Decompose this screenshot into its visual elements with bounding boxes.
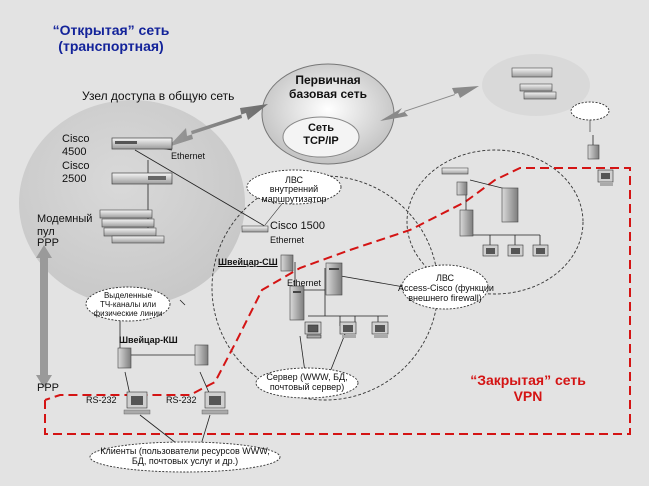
- server-text: Сервер (WWW, БД, почтовый сервер): [258, 372, 356, 393]
- modem-line2: пул: [37, 225, 55, 238]
- modem-pool-label: Модемный пул: [37, 213, 92, 238]
- leased-lines-bubble: [85, 286, 171, 322]
- switch-sh-device: [280, 254, 294, 272]
- ppp-bottom-label: PPP: [37, 382, 60, 394]
- router-lan-line3: маршрутизатор: [261, 193, 327, 204]
- server-line1: Сервер (WWW, БД,: [266, 372, 348, 382]
- cisco-4500-line2: 4500: [62, 145, 87, 158]
- clients-line1: Клиенты (пользователи ресурсов WWW,: [100, 446, 270, 456]
- remote-server-tower-2: [459, 209, 474, 237]
- remote-switch-device: [456, 181, 468, 196]
- open-network-title-line1: “Открытая” сеть: [52, 22, 170, 38]
- hq-workstation-3: [371, 321, 389, 338]
- open-network-title: “Открытая” сеть (транспортная): [36, 22, 186, 54]
- access-node-caption: Узел доступа в общую сеть: [82, 89, 235, 103]
- router-lan-text: ЛВС внутренний маршрутизатор: [254, 175, 334, 204]
- closed-network-title: “Закрытая” сеть VPN: [448, 372, 608, 404]
- rs232-right-label: RS-232: [166, 395, 197, 405]
- hq-server-tower-1: [325, 262, 343, 296]
- remote-workstation-1: [482, 244, 499, 257]
- cisco-2500-label: Cisco 2500: [62, 160, 90, 185]
- access-lan-text: ЛВС Access-Cisco (функции внешнего firew…: [398, 273, 494, 304]
- access-lan-line1: ЛВС: [435, 273, 455, 283]
- access-lan-bubble: [401, 264, 489, 310]
- remote-cloud: [570, 101, 610, 121]
- router-lan-bubble: [246, 169, 342, 205]
- hq-server-tower-2: [289, 285, 305, 321]
- switch-sh-label: Швейцар-СШ: [218, 257, 278, 267]
- router-lan-line1: ЛВС: [284, 175, 304, 185]
- core-line1: Первичная: [295, 73, 361, 87]
- closed-network-title-line1: “Закрытая” сеть: [470, 372, 586, 388]
- open-network-title-line2: (транспортная): [58, 38, 164, 55]
- core-network-label: Первичная базовая сеть: [284, 73, 372, 102]
- clients-bubble: [89, 441, 281, 473]
- ppp-arrow: [36, 245, 52, 388]
- leased-line2: ТЧ-каналы или: [99, 299, 157, 309]
- router-lan-line2: внутренний: [269, 184, 319, 195]
- client-workstation-left: [123, 391, 151, 415]
- tcpip-label: Сеть TCP/IP: [290, 122, 352, 147]
- rs232-left-label: RS-232: [86, 395, 117, 405]
- ppp-top-label: PPP: [37, 237, 60, 249]
- switch-ksh-label: Швейцар-КШ: [119, 335, 178, 345]
- access-lan-line2: Access-Cisco (функции: [398, 282, 494, 293]
- hq-workstation-1: [304, 321, 322, 339]
- cisco-4500-label: Cisco 4500: [62, 133, 90, 158]
- remote-server-tower: [501, 187, 519, 223]
- switch-ksh-device-left: [117, 347, 132, 369]
- remote-rack-device: [511, 67, 557, 100]
- leased-line3: физические линии: [93, 308, 163, 318]
- access-node-ellipse: [19, 100, 245, 306]
- access-lan-line3: внешнего firewall): [408, 292, 482, 303]
- remote-lan-ellipse: [406, 149, 584, 295]
- remote-workstation-2: [507, 244, 524, 257]
- link-arrow-right: [380, 86, 479, 121]
- ethernet-top-label: Ethernet: [171, 151, 206, 161]
- leased-lines-text: Выделенные ТЧ-каналы или физические лини…: [92, 291, 164, 318]
- vpn-boundary: [44, 167, 631, 435]
- client-workstation-right: [201, 391, 229, 415]
- modem-pool-device: [99, 209, 165, 244]
- hq-workstation-2: [339, 321, 357, 338]
- core-line2: базовая сеть: [289, 86, 367, 101]
- clients-text: Клиенты (пользователи ресурсов WWW, БД, …: [95, 446, 275, 467]
- remote-workstation-3: [532, 244, 549, 257]
- cisco-4500-device: [111, 137, 173, 150]
- remote-user-switch: [587, 144, 600, 160]
- remote-router-device: [441, 167, 469, 175]
- ethernet-mid-label: Ethernet: [270, 235, 305, 245]
- switch-ksh-device-right: [194, 344, 209, 366]
- ethernet-lan-label: Ethernet: [287, 278, 322, 288]
- cisco-2500-line1: Cisco: [62, 160, 90, 172]
- cisco-2500-device: [111, 172, 173, 185]
- cisco-1500-label: Cisco 1500: [270, 220, 326, 232]
- tcpip-line2: TCP/IP: [303, 134, 339, 147]
- leased-line1: Выделенные: [103, 291, 153, 300]
- server-bubble: [255, 367, 359, 399]
- cisco-2500-line2: 2500: [62, 172, 87, 185]
- server-line2: почтовый сервер): [269, 381, 345, 392]
- cisco-1500-device: [241, 225, 269, 233]
- cisco-4500-line1: Cisco: [62, 133, 90, 145]
- closed-network-title-line2: VPN: [513, 388, 543, 405]
- link-arrow-left: [168, 104, 268, 147]
- tcpip-line1: Сеть: [307, 122, 335, 134]
- clients-line2: БД, почтовых услуг и др.): [131, 455, 239, 466]
- tcpip-inner-ellipse: [282, 116, 360, 158]
- modem-line1: Модемный: [37, 213, 93, 225]
- remote-user-workstation: [597, 169, 614, 186]
